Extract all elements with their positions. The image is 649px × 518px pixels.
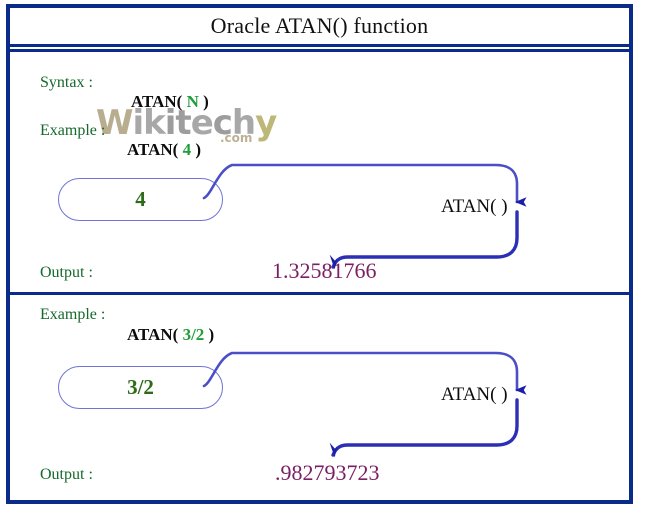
example-1-output-label: Output :: [40, 264, 93, 281]
example-1-flow-arrows: [202, 163, 527, 270]
example-2-expression-suffix: ): [208, 325, 215, 344]
example-1-output-value: 1.32581766: [272, 258, 377, 283]
example-2-arrow-out: [329, 398, 519, 458]
example-1-label: Example :: [40, 122, 106, 139]
example-1-input-pill: 4: [58, 178, 223, 221]
title-rule-lower: [6, 49, 633, 52]
example-1-expression-suffix: ): [195, 140, 201, 159]
syntax-label: Syntax :: [40, 74, 93, 91]
example-2-expression-arg: 3/2: [182, 325, 205, 344]
example-1-function-node: ATAN( ): [441, 196, 508, 217]
example-2-input-pill: 3/2: [58, 366, 223, 409]
example-2-input-value: 3/2: [127, 375, 154, 399]
syntax-expression-prefix: ATAN(: [131, 92, 183, 111]
example-2-arrow-in: [202, 351, 527, 395]
title-bar: Oracle ATAN() function: [6, 4, 633, 44]
title-rule-upper: [6, 44, 633, 47]
example-2-output-label: Output :: [40, 466, 93, 483]
example-1-expression: ATAN( 4 ): [127, 140, 201, 160]
example-1-expression-prefix: ATAN(: [127, 140, 179, 159]
example-2-expression-prefix: ATAN(: [127, 325, 179, 344]
example-2-label: Example :: [40, 306, 106, 323]
diagram-outer-frame: [6, 4, 633, 504]
syntax-expression-arg: N: [186, 92, 199, 111]
example-1-expression-arg: 4: [182, 140, 192, 159]
page-title: Oracle ATAN() function: [210, 13, 429, 38]
example-2-output-value: .982793723: [275, 460, 380, 485]
syntax-expression-suffix: ): [203, 92, 209, 111]
syntax-expression: ATAN( N ): [131, 92, 209, 112]
example-2-function-node: ATAN( ): [441, 384, 508, 405]
example-2-expression: ATAN( 3/2 ): [127, 325, 214, 345]
example-2-flow-arrows: [202, 351, 527, 458]
example-1-arrow-in: [202, 163, 527, 207]
example-1-arrow-out: [329, 210, 519, 270]
example-1-input-value: 4: [135, 187, 146, 211]
section-divider: [6, 292, 633, 295]
